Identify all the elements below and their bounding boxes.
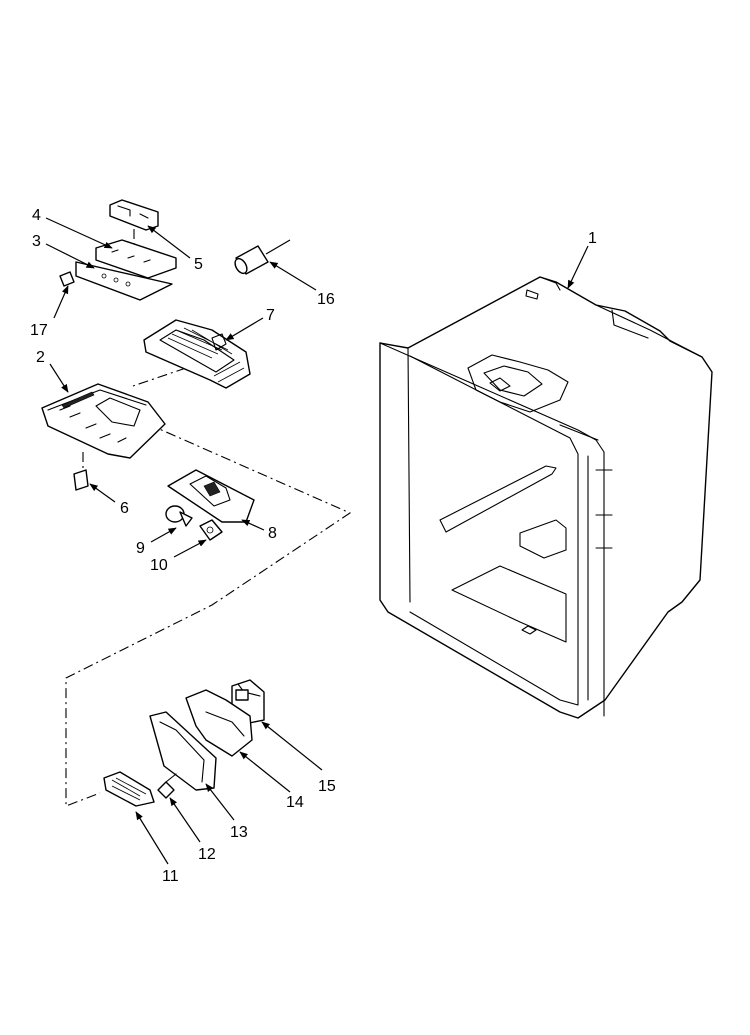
part-3-control-panel xyxy=(75,261,173,301)
part-7-diffuser xyxy=(143,319,251,389)
callout-7: 7 xyxy=(266,307,275,324)
callout-9: 9 xyxy=(136,540,145,557)
part-14-housing xyxy=(185,689,253,757)
callout-17: 17 xyxy=(30,322,48,339)
part-13-cradle xyxy=(149,711,217,791)
part-8-bracket xyxy=(167,469,255,523)
callout-13: 13 xyxy=(230,824,248,841)
part-16-cylinder xyxy=(234,239,291,275)
callout-3: 3 xyxy=(32,233,41,250)
part-2-control-housing xyxy=(41,383,166,459)
leader-arrows xyxy=(45,217,589,865)
callout-1: 1 xyxy=(588,230,597,247)
callout-15: 15 xyxy=(318,778,336,795)
callout-14: 14 xyxy=(286,794,304,811)
callout-4: 4 xyxy=(32,207,41,224)
callout-5: 5 xyxy=(194,256,203,273)
part-1-liner xyxy=(379,276,713,719)
callout-labels: 1 2 3 4 5 6 7 8 9 10 11 12 13 14 15 16 1… xyxy=(30,207,597,885)
part-9-knob xyxy=(165,505,193,527)
part-5-switch xyxy=(109,199,159,231)
callout-16: 16 xyxy=(317,291,335,308)
part-4-control-bracket xyxy=(95,239,177,279)
callout-6: 6 xyxy=(120,500,129,517)
part-6-clip xyxy=(73,469,89,491)
part-12-screw xyxy=(157,773,177,799)
part-10-cam xyxy=(199,519,223,541)
callout-12: 12 xyxy=(198,846,216,863)
callout-2: 2 xyxy=(36,349,45,366)
callout-11: 11 xyxy=(162,868,179,885)
part-11-tray xyxy=(103,771,155,807)
part-17-clip xyxy=(59,271,75,287)
callout-10: 10 xyxy=(150,557,168,574)
callout-8: 8 xyxy=(268,525,277,542)
